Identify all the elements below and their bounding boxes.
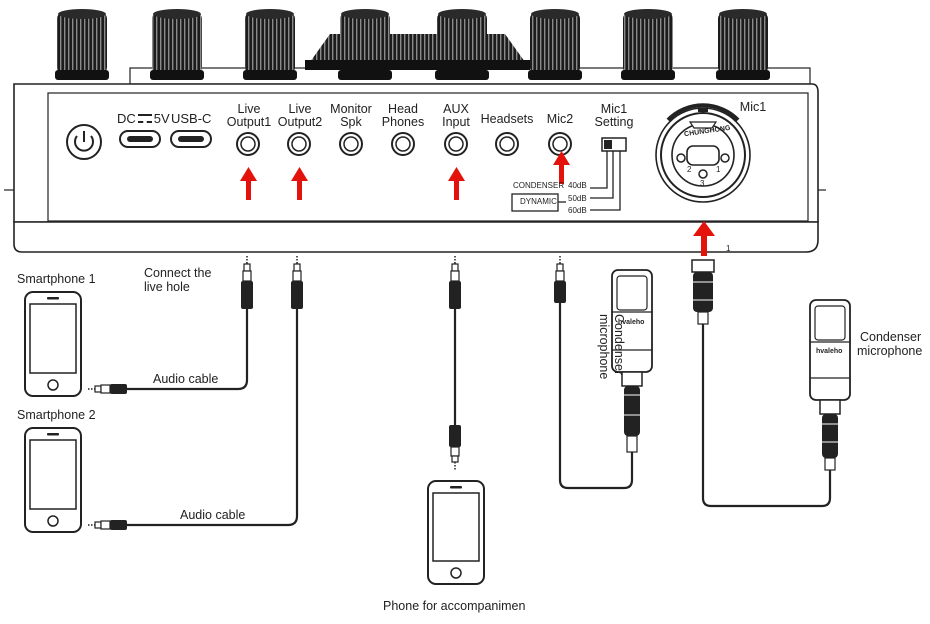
smartphone-1	[24, 291, 82, 397]
condenser-mic-2	[611, 269, 653, 453]
cable-mic1	[701, 324, 832, 508]
knob-7[interactable]	[621, 9, 675, 80]
plug-aux-input	[449, 256, 461, 309]
usb-c-port[interactable]	[170, 130, 212, 148]
gain-selector-lines	[511, 151, 621, 212]
usbc-label: USB-C	[171, 111, 212, 126]
head-phones-jack[interactable]	[391, 132, 415, 156]
gain-60db-label: 60dB	[568, 206, 587, 215]
knob-1[interactable]	[55, 9, 109, 80]
gain-50db-label: 50dB	[568, 194, 587, 203]
arrow-mic1	[693, 221, 715, 256]
knob-6[interactable]	[528, 9, 582, 80]
corner-mark-label: 1	[726, 244, 731, 253]
mic-brand-label-1: hvaleho	[618, 319, 645, 326]
arrow-mic2	[553, 151, 570, 184]
cable-mic2	[558, 303, 634, 490]
condenser-option-label: CONDENSER	[513, 181, 565, 190]
xlr-pin2-label: 2	[687, 165, 692, 174]
arrow-live-output2	[291, 167, 308, 200]
gain-40db-label: 40dB	[568, 181, 587, 190]
plug-live-output1	[241, 256, 253, 309]
headsets-jack[interactable]	[495, 132, 519, 156]
live-output2-jack[interactable]	[287, 132, 311, 156]
fader-wheel[interactable]	[305, 34, 530, 70]
mic1-label: Mic1	[739, 100, 767, 114]
plug-smartphone1	[88, 384, 127, 394]
live-output1-jack[interactable]	[236, 132, 260, 156]
monitor-spk-jack[interactable]	[339, 132, 363, 156]
headsets-label: Headsets	[480, 112, 534, 126]
plug-smartphone2	[88, 520, 127, 530]
knob-3[interactable]	[243, 9, 297, 80]
plug-live-output2	[291, 256, 303, 309]
knob-8[interactable]	[716, 9, 770, 80]
smartphone2-label: Smartphone 2	[17, 408, 96, 422]
smartphone1-label: Smartphone 1	[17, 272, 96, 286]
condenser-mic-1	[809, 299, 851, 471]
xlr-pin1-label: 1	[716, 165, 721, 174]
arrow-live-output1	[240, 167, 257, 200]
arrow-aux-input	[448, 167, 465, 200]
phone-accompaniment-label: Phone for accompanimen	[383, 599, 526, 613]
mic2-jack[interactable]	[548, 132, 572, 156]
knob-2[interactable]	[150, 9, 204, 80]
xlr-pin3-label: 3	[700, 179, 705, 188]
dynamic-option-label: DYNAMIC	[520, 197, 557, 206]
plug-phone-accompaniment	[449, 425, 461, 470]
mic2-label: Mic2	[546, 112, 574, 126]
audio-cable-label-2: Audio cable	[180, 508, 246, 522]
audio-cable-label-1: Audio cable	[153, 372, 219, 386]
aux-input-jack[interactable]	[444, 132, 468, 156]
phone-accompaniment	[427, 480, 485, 585]
dc-5v-port[interactable]	[119, 130, 161, 148]
top-knobs	[55, 9, 811, 85]
mic1-xlr-combo-jack[interactable]	[655, 103, 751, 203]
plug-mic2	[554, 256, 566, 303]
plug-mic1-xlr	[691, 259, 715, 325]
mic-brand-label-2: hvaleho	[816, 348, 843, 355]
smartphone-2	[24, 427, 82, 533]
cable-smartphone2-to-live-output2	[127, 308, 299, 527]
mic1-setting-switch[interactable]	[601, 137, 627, 152]
power-button[interactable]	[66, 124, 102, 160]
cable-smartphone1-to-live-output1	[127, 308, 249, 391]
